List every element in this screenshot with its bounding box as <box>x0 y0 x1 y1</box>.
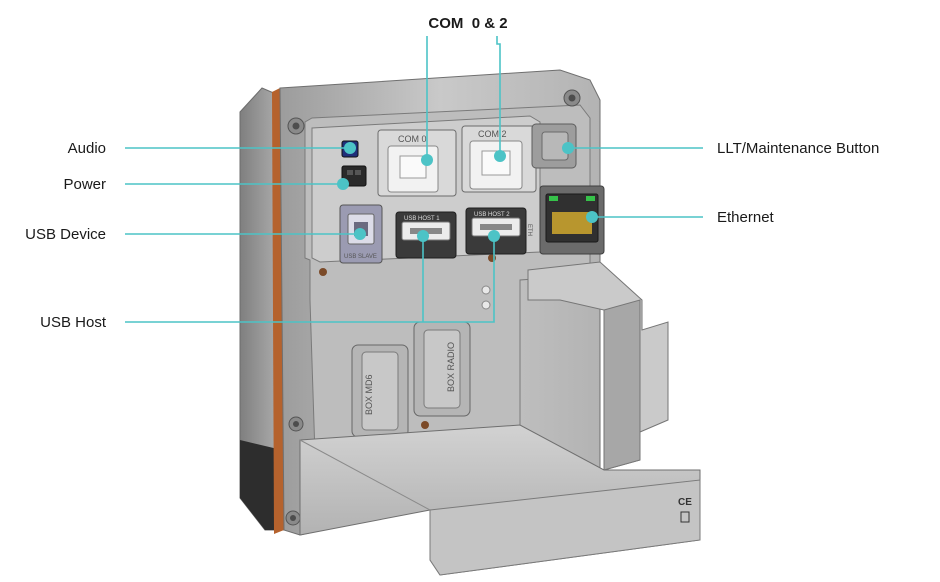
mounting-screws <box>285 89 581 526</box>
usb-host-1-print: USB HOST 1 <box>404 216 440 222</box>
audio-label: Audio <box>68 140 106 157</box>
box-md6-print: BOX MD6 <box>364 374 374 415</box>
usb-host-label: USB Host <box>40 314 107 331</box>
box-md6-module: BOX MD6 <box>351 344 409 438</box>
box-radio-module: BOX RADIO <box>413 321 471 417</box>
eth-print: ETH <box>526 224 532 236</box>
ethernet-led-right <box>586 196 595 201</box>
ethernet-port: ETH <box>526 185 605 255</box>
screw-panel-bottom <box>421 421 429 429</box>
usb-device-label: USB Device <box>25 226 106 243</box>
leader-usb-host <box>125 236 495 323</box>
status-led-top <box>481 285 491 295</box>
usb-slave-print: USB SLAVE <box>344 254 377 260</box>
screw-panel-left <box>319 268 327 276</box>
weee-symbol <box>680 511 690 523</box>
usb-host-2-print: USB HOST 2 <box>474 212 510 218</box>
leader-com2 <box>496 36 501 156</box>
power-label: Power <box>63 176 106 193</box>
com0-port: COM 0 <box>377 129 457 197</box>
ethernet-led-left <box>549 196 558 201</box>
status-led-bottom <box>481 300 491 310</box>
leader-lines <box>125 36 703 323</box>
com2-print: COM 2 <box>478 129 507 139</box>
com0-print: COM 0 <box>398 134 427 144</box>
llt-button-label: LLT/Maintenance Button <box>717 140 879 157</box>
ethernet-label: Ethernet <box>717 209 775 226</box>
box-radio-print: BOX RADIO <box>446 342 456 392</box>
llt-maintenance-button <box>531 123 577 169</box>
device-body: COM 0 COM 2 USB SLAVE USB HOST 1 <box>239 69 701 576</box>
ce-mark: CE <box>678 497 692 508</box>
housing-shadow <box>240 440 282 530</box>
com-ports-title: COM 0 & 2 <box>428 15 507 32</box>
